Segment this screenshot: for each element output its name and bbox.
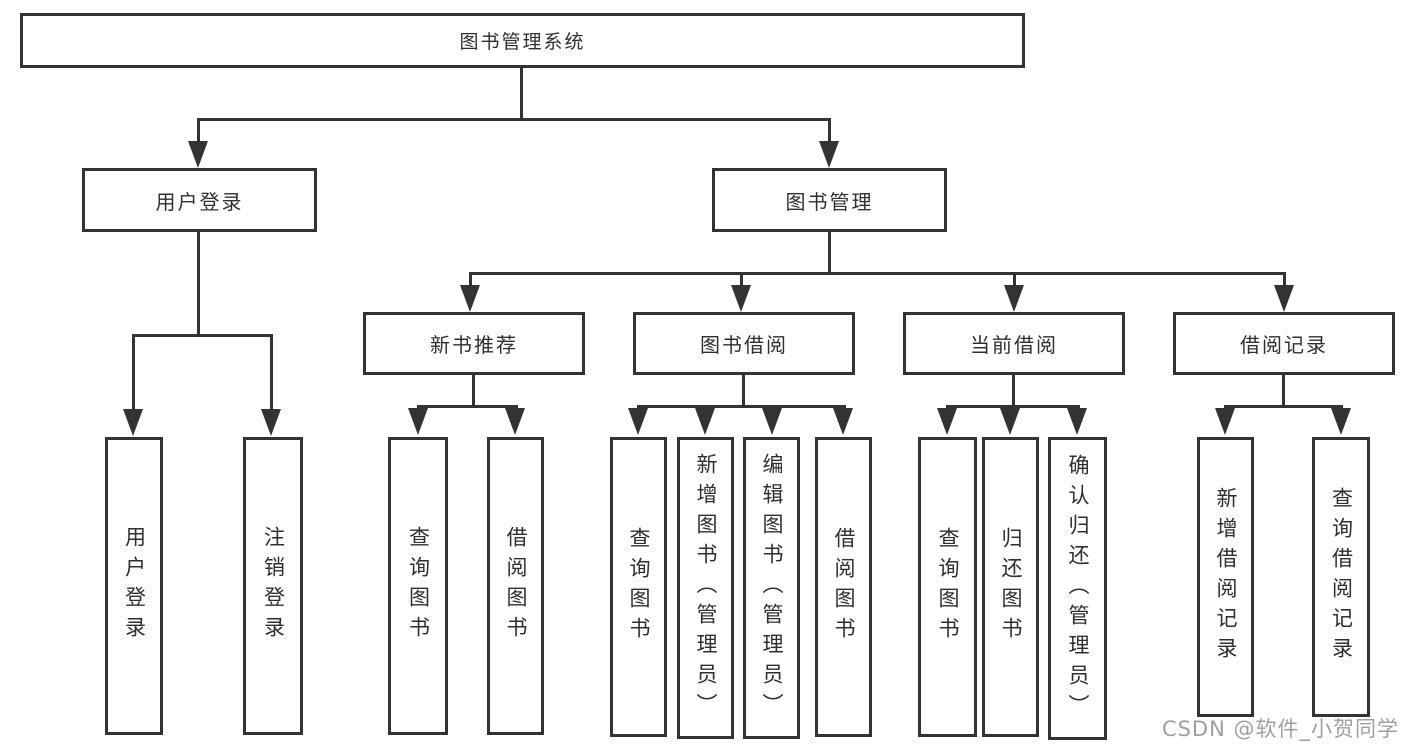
leaf-add-books-admin-label: 新增图书（管理员） [694, 453, 718, 723]
arrow-down [1067, 408, 1087, 435]
node-borrow-records: 借阅记录 [1173, 312, 1395, 375]
leaf-return-books-label: 归还图书 [999, 527, 1023, 647]
arrow-down [628, 408, 648, 435]
leaf-borrow-books-recommend-label: 借阅图书 [504, 526, 528, 646]
node-book-borrowing: 图书借阅 [633, 312, 855, 375]
connector-drop-borrow-records [1283, 272, 1286, 288]
arrow-down [1004, 285, 1024, 312]
node-library-system: 图书管理系统 [20, 13, 1025, 68]
node-book-management-label: 图书管理 [785, 189, 874, 214]
node-book-borrowing-label: 图书借阅 [700, 333, 788, 357]
node-new-book-recommend: 新书推荐 [363, 312, 585, 375]
node-current-borrowing-label: 当前借阅 [970, 333, 1058, 357]
leaf-query-books-borrowing-label: 查询图书 [627, 527, 651, 647]
arrow-down [408, 408, 428, 435]
leaf-borrow-books-recommend: 借阅图书 [487, 437, 544, 735]
connector-drop-leaf-user-login [132, 334, 135, 410]
arrow-down [695, 408, 715, 435]
connector-current-borrowing-rail [946, 405, 1080, 408]
node-new-book-recommend-label: 新书推荐 [430, 333, 518, 357]
watermark: CSDN @软件_小贺同学 [1161, 717, 1399, 741]
leaf-query-books-current-label: 查询图书 [936, 527, 960, 647]
arrow-down [188, 141, 208, 168]
leaf-add-borrow-record: 新增借阅记录 [1197, 437, 1254, 717]
arrow-down [261, 409, 281, 436]
connector-new-book-rail [417, 405, 518, 408]
connector-root-rail [197, 118, 831, 121]
arrow-down [1215, 408, 1235, 435]
connector-user-login-rail [132, 334, 273, 337]
leaf-query-books-recommend: 查询图书 [388, 437, 448, 735]
arrow-down [460, 285, 480, 312]
connector-book-management-stem [828, 232, 831, 275]
leaf-add-borrow-record-label: 新增借阅记录 [1214, 487, 1238, 667]
node-borrow-records-label: 借阅记录 [1240, 333, 1328, 357]
arrow-down [1331, 408, 1351, 435]
connector-new-book-stem [472, 375, 475, 408]
connector-drop-user-login [197, 118, 200, 144]
leaf-query-borrow-record-label: 查询借阅记录 [1329, 487, 1354, 667]
leaf-query-books-recommend-label: 查询图书 [406, 526, 431, 646]
leaf-query-borrow-record: 查询借阅记录 [1312, 437, 1370, 717]
arrow-down [123, 409, 143, 436]
leaf-confirm-return-admin: 确认归还（管理员） [1048, 437, 1107, 740]
node-user-login: 用户登录 [82, 168, 317, 232]
arrow-down [762, 408, 782, 435]
arrow-down [731, 285, 751, 312]
leaf-query-books-borrowing: 查询图书 [610, 437, 667, 737]
connector-book-borrowing-rail [637, 405, 846, 408]
leaf-confirm-return-admin-label: 确认归还（管理员） [1066, 453, 1090, 724]
connector-borrow-records-stem [1282, 375, 1285, 408]
leaf-edit-books-admin: 编辑图书（管理员） [743, 437, 800, 739]
arrow-down [833, 408, 853, 435]
arrow-down [1000, 408, 1020, 435]
arrow-down [937, 408, 957, 435]
leaf-user-login-label: 用户登录 [122, 526, 147, 646]
leaf-logout: 注销登录 [243, 437, 303, 735]
arrow-down [1274, 285, 1294, 312]
connector-drop-current-borrowing [1013, 272, 1016, 288]
leaf-user-login: 用户登录 [105, 437, 163, 735]
connector-drop-leaf-logout [270, 334, 273, 410]
leaf-return-books: 归还图书 [982, 437, 1039, 737]
node-current-borrowing: 当前借阅 [903, 312, 1125, 375]
connector-drop-new-book-recommend [469, 272, 472, 288]
leaf-query-books-current: 查询图书 [918, 437, 977, 737]
connector-drop-book-management [828, 118, 831, 144]
node-user-login-label: 用户登录 [155, 189, 244, 214]
connector-root-stem [520, 68, 523, 120]
connector-current-borrowing-stem [1012, 375, 1015, 408]
node-book-management: 图书管理 [712, 168, 947, 232]
connector-book-management-rail [469, 272, 1286, 275]
leaf-logout-label: 注销登录 [261, 526, 286, 646]
connector-borrow-records-rail [1224, 405, 1343, 408]
arrow-down [819, 141, 839, 168]
leaf-edit-books-admin-label: 编辑图书（管理员） [760, 453, 784, 723]
connector-book-borrowing-stem [742, 375, 745, 408]
node-library-system-label: 图书管理系统 [459, 31, 586, 53]
leaf-borrow-books-borrowing: 借阅图书 [815, 437, 872, 737]
arrow-down [505, 408, 525, 435]
connector-drop-book-borrowing [740, 272, 743, 288]
leaf-add-books-admin: 新增图书（管理员） [677, 437, 734, 739]
leaf-borrow-books-borrowing-label: 借阅图书 [832, 527, 856, 647]
connector-user-login-stem [197, 232, 200, 337]
